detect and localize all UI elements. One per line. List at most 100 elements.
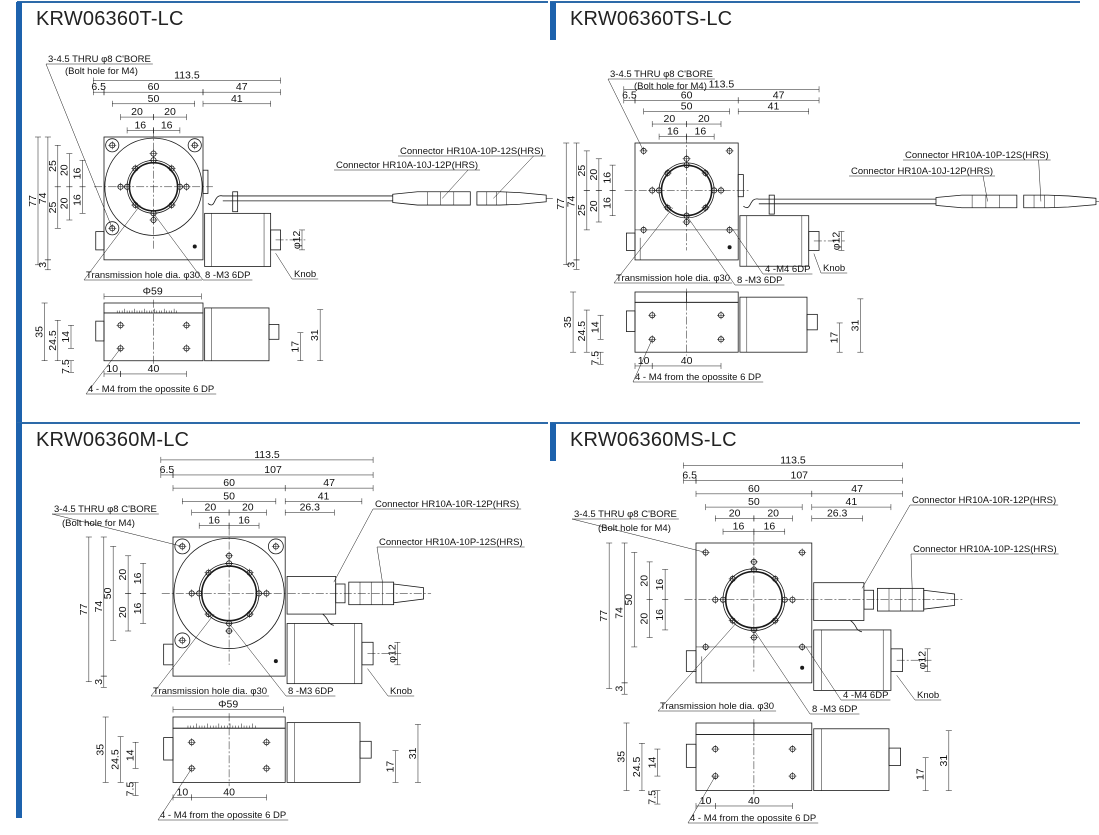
callout-side-m4: 4 - M4 from the opossite 6 DP: [690, 813, 816, 824]
callout-bolt: 3-4.5 THRU φ8 C'BORE: [54, 504, 157, 515]
dimension-label: 16: [654, 609, 666, 621]
dimension-label: 16: [161, 119, 173, 131]
dimension-label: 40: [148, 363, 160, 375]
callout-m3: 8 -M3 6DP: [205, 270, 250, 281]
callout-leader: [157, 768, 192, 821]
cable-bushing: [768, 194, 775, 215]
callout-leader: [687, 775, 716, 824]
counterbore: [105, 221, 120, 236]
dimension-label: 10: [177, 786, 189, 798]
callout-leader: [982, 175, 988, 202]
dimension-label: 113.5: [174, 70, 200, 82]
side-left-knob: [685, 743, 697, 768]
connector-boot: [393, 583, 424, 604]
side-left-knob: [95, 320, 105, 342]
dimension-label: 16: [132, 602, 144, 614]
stage-body: [103, 136, 204, 261]
callout-leader: [571, 518, 706, 553]
callout-leader: [632, 339, 653, 383]
dimension-label: 17: [385, 761, 397, 773]
dimension-label: 16: [208, 515, 220, 527]
connector-receptacle: [476, 191, 547, 206]
connector-receptacle: [1023, 194, 1097, 209]
callout-transmission: Transmission hole dia. φ30: [616, 273, 730, 284]
callout-leader: [805, 646, 842, 701]
dimension-label: 6.5: [160, 464, 175, 476]
dimension-label: 74: [614, 607, 626, 619]
dimension-label: 6.5: [682, 470, 697, 482]
callout-leader: [45, 63, 113, 229]
callout-leader: [228, 623, 287, 697]
callout-transmission: Transmission hole dia. φ30: [153, 686, 267, 697]
dimension-label: 50: [623, 594, 635, 606]
dimension-label: 47: [323, 477, 335, 489]
side-motor: [204, 307, 270, 362]
callout-leader: [442, 169, 469, 199]
dimension-label: 7.5: [590, 351, 602, 366]
dimension-label: 20: [242, 502, 254, 514]
callout-conn-b: Connector HR10A-10J-12P(HRS): [336, 160, 478, 171]
dimension-label: 50: [102, 587, 114, 599]
dimension-label: 20: [205, 502, 217, 514]
left-knob: [163, 643, 174, 666]
callout-leader: [732, 229, 764, 275]
lock-screw: [192, 244, 197, 249]
stage-body: [172, 536, 286, 677]
callout-knob: Knob: [823, 263, 845, 274]
dimension-label: 113.5: [709, 78, 735, 90]
dimension-label: 16: [602, 172, 614, 184]
dimension-label: 40: [748, 795, 760, 807]
dimension-label: 6.5: [91, 81, 106, 93]
dimension-label: 20: [58, 197, 70, 209]
dimension-label: 16: [134, 119, 146, 131]
callout-bolt: 3-4.5 THRU φ8 C'BORE: [574, 509, 677, 520]
callout-bolt-sub: (Bolt hole for M4): [634, 81, 707, 92]
side-motor: [739, 296, 808, 353]
callout-conn-a: Connector HR10A-10P-12S(HRS): [905, 150, 1049, 161]
callout-m4: 4 -M4 6DP: [765, 264, 810, 275]
connector-box: [813, 582, 865, 621]
dimension-label: 14: [646, 757, 658, 769]
dimension-label: 3: [614, 685, 626, 691]
callout-m4: 4 -M4 6DP: [843, 690, 888, 701]
dimension-label: 47: [236, 81, 248, 93]
dimension-label: Φ59: [143, 285, 163, 297]
lock-screw: [273, 659, 278, 664]
dimension-label: 41: [846, 496, 858, 508]
counterbore: [105, 138, 120, 153]
dimension-label: 20: [131, 106, 143, 118]
dimension-label: 14: [590, 321, 602, 333]
motor: [813, 629, 892, 691]
dimension-label: 20: [58, 164, 70, 176]
dimension-label: 20: [698, 113, 710, 125]
callout-bolt-sub: (Bolt hole for M4): [62, 518, 135, 529]
dimension-label: 7.5: [60, 359, 72, 374]
dimension-label: 16: [72, 194, 84, 206]
callout-knob: Knob: [294, 269, 316, 280]
callout-leader: [910, 553, 913, 589]
dimension-label: 60: [148, 81, 160, 93]
callout-side-m4: 4 - M4 from the opossite 6 DP: [88, 384, 214, 395]
dimension-label: φ12: [291, 231, 303, 250]
callout-m3: 8 -M3 6DP: [288, 686, 333, 697]
dimension-label: 16: [667, 126, 679, 138]
dimension-label: Φ59: [218, 699, 238, 711]
side-right-knob: [268, 324, 280, 340]
dimension-label: 113.5: [254, 449, 280, 461]
dimension-label: 41: [768, 100, 780, 112]
side-right-knob: [359, 740, 372, 759]
callout-leader: [1038, 159, 1042, 202]
dimension-label: 26.3: [300, 502, 321, 514]
dimension-label: 74: [37, 192, 49, 204]
header-accent-bar: [16, 423, 22, 818]
dimension-label: 20: [164, 106, 176, 118]
motor: [204, 212, 272, 267]
side-right-knob: [888, 747, 901, 766]
model-title: KRW06360T-LC: [36, 8, 184, 30]
side-right-knob: [806, 313, 818, 331]
